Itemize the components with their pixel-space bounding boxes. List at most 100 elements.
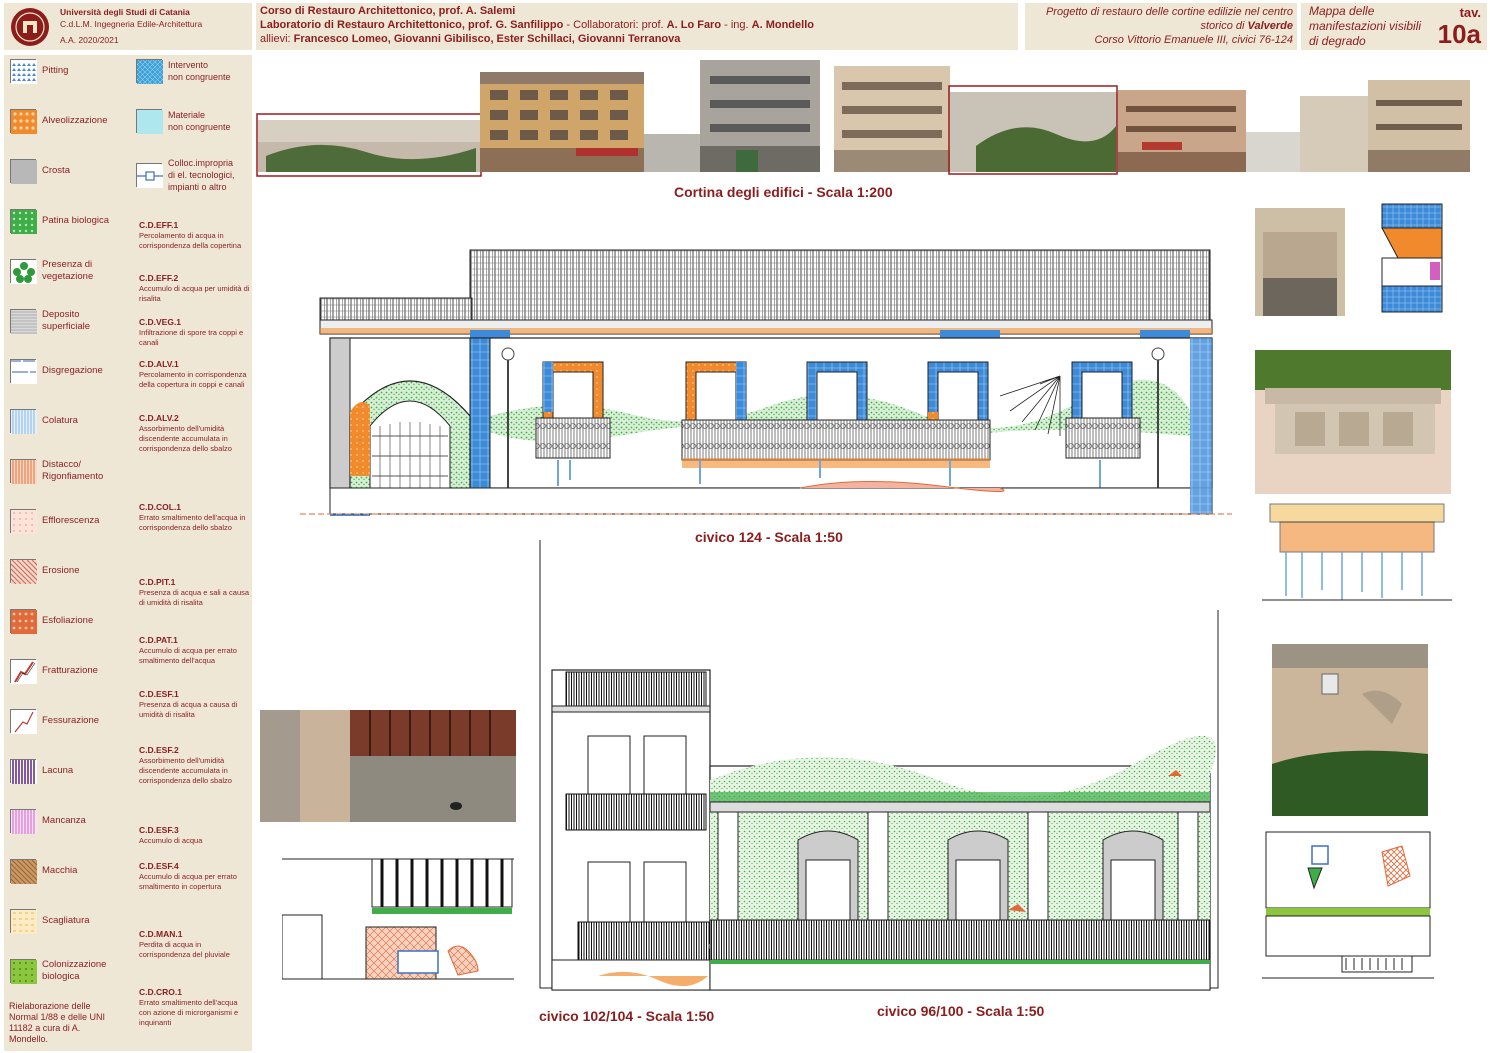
central-balcony [681,419,991,461]
entrance-portal [329,337,491,516]
cause-code: C.D.ESF.2 [139,745,179,755]
legend-source-note: Rielaborazione delle Normal 1/88 e delle… [9,1001,106,1044]
legend-label: Alveolizzazione [42,115,108,126]
legend-label: Distacco/ Rigonfiamento [42,459,104,482]
fratturazione-swatch-icon [10,659,37,684]
sheet-title-header: Mappa delle manifestazioni visibili di d… [1301,3,1487,50]
legend-label: Erosione [42,565,80,576]
roof-tiles [469,249,1211,321]
colonizzazione-swatch-icon [10,959,37,984]
street-front-photo-strip [256,56,1482,180]
legend-label: Patina biologica [42,215,110,226]
map-title-line-2: manifestazioni visibili [1309,19,1422,33]
macchia-swatch-icon [10,859,37,884]
legend-label: Mancanza [42,815,86,826]
materiale-swatch-icon [136,109,163,134]
cause-description: Percolamento in corrispondenza della cop… [139,370,247,389]
cause-code: C.D.PIT.1 [139,577,176,587]
elevation-civico-124 [300,236,1232,522]
crosta-swatch-icon [10,159,37,184]
project-line-1: Progetto di restauro delle cortine edili… [1045,6,1293,18]
building-civico-124-photo [256,113,482,177]
cause-code: C.D.ESF.3 [139,825,179,835]
cause-description: Errato smaltimento dell'acqua in corrisp… [139,513,246,532]
detail-photo-wall-cornice [1272,644,1428,816]
project-header: Progetto di restauro delle cortine edili… [1025,3,1297,50]
window-b [947,830,1009,931]
detail-drawing-cornice-block [1348,198,1452,316]
cause-description: Presenza di acqua e sali a causa di umid… [139,588,250,607]
university-seal-icon [11,8,49,46]
detail-photo-cornice-block [1255,208,1345,316]
sundial-lines [999,375,1061,436]
caption-civico-102-104: civico 102/104 - Scala 1:50 [539,1008,715,1024]
map-title-line-3: di degrado [1309,34,1366,48]
cause-code: C.D.ALV.1 [139,359,179,369]
caption-street-front: Cortina degli edifici - Scala 1:200 [674,184,893,200]
building-beige-midrise-photo [834,66,950,172]
detail-drawing-wall-cornice [1262,828,1434,996]
cause-description: Accumulo di acqua per errato smaltimento… [139,646,237,665]
university-header: Università degli Studi di Catania C.d.L.… [4,3,252,50]
cause-description: Perdita di acqua in corrispondenza del p… [139,940,230,959]
building-highlighted-group-photo [948,85,1118,175]
building-civico-102-104 [551,669,711,991]
cause-description: Infiltrazione di spore tra coppi e canal… [139,328,244,347]
cause-code: C.D.VEG.1 [139,317,182,327]
legend-label: Lacuna [42,765,74,776]
cause-code: C.D.COL.1 [139,502,182,512]
detail-photo-base-wall [260,710,516,822]
cause-description: Errato smaltimento dell'acqua con azione… [139,998,239,1027]
distacco-swatch-icon [10,459,37,484]
vegetazione-swatch-icon [10,259,37,284]
cause-description: Assorbimento dell'umidità discendente ac… [139,424,232,453]
cause-code: C.D.ESF.1 [139,689,179,699]
building-white-low-photo [1246,80,1470,172]
intervento-swatch-icon [136,59,163,84]
legend-label: Fratturazione [42,665,98,676]
course-line-2: Laboratorio di Restauro Architettonico, … [260,19,814,31]
lacuna-swatch-icon [10,759,37,784]
window-a [797,830,859,931]
university-name: Università degli Studi di Catania [60,7,190,17]
cause-description: Percolamento di acqua in corrispondenza … [139,231,242,250]
cause-description: Presenza di acqua a causa di umidità di … [139,700,238,719]
cause-code: C.D.ESF.4 [139,861,179,871]
legend-label: Colloc.impropria di el. tecnologici, imp… [168,158,235,192]
degree-course: C.d.L.M. Ingegneria Edile-Architettura [60,19,203,29]
course-line-3: allievi: Francesco Lomeo, Giovanni Gibil… [260,33,681,45]
fessurazione-swatch-icon [10,709,37,734]
building-civico-96-100 [708,735,1217,991]
colloc-swatch-icon [136,163,163,188]
cause-description: Assorbimento dell'umidità discendente ac… [139,756,232,785]
efflorescenza-swatch-icon [10,509,37,534]
elevation-civico-102-104-and-96-100 [538,540,1228,1000]
legend-label: Colonizzazione biologica [42,959,107,982]
pitting-swatch-icon [10,59,37,84]
erosione-swatch-icon [10,559,37,584]
map-title-line-1: Mappa delle [1309,4,1375,18]
window-5 [1065,361,1141,459]
course-line-1: Corso di Restauro Architettonico, prof. … [260,5,516,17]
cause-code: C.D.EFF.2 [139,273,179,283]
caption-civico-124: civico 124 - Scala 1:50 [695,529,843,545]
legend-label: Crosta [42,165,70,176]
patina-swatch-icon [10,209,37,234]
building-apartments-yellow-photo [480,72,644,172]
academic-year: A.A. 2020/2021 [60,35,119,45]
esfoliazione-swatch-icon [10,609,37,634]
deposito-swatch-icon [10,309,37,334]
